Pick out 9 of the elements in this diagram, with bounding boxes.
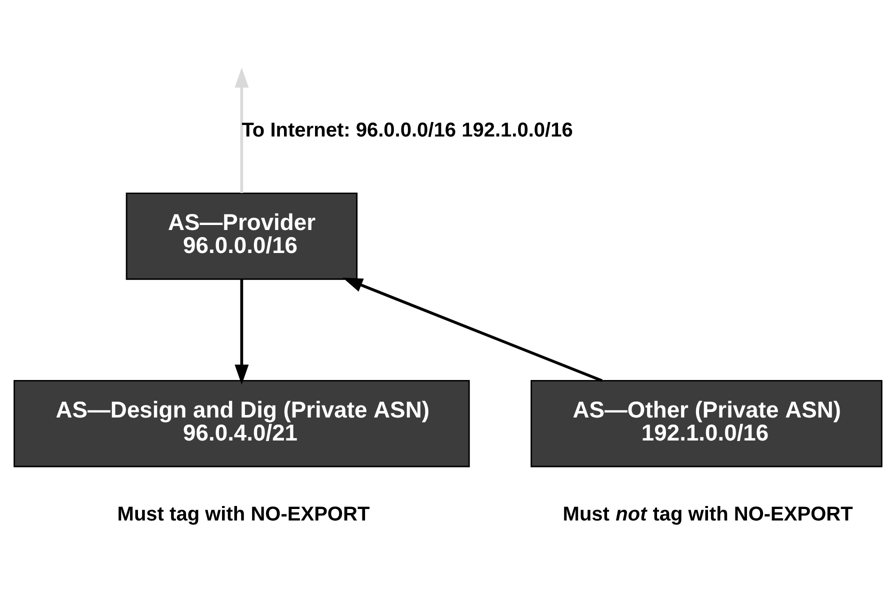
node-box: AS—Design and Dig (Private ASN) 96.0.4.0/21: [14, 379, 470, 467]
node-label: Must not tag with NO-EXPORT: [562, 502, 853, 525]
arrow: [342, 277, 603, 382]
arrow: [234, 67, 249, 193]
node-box: AS—Other (Private ASN) 192.1.0.0/16: [530, 379, 882, 467]
node-box: AS—Provider 96.0.0.0/16: [126, 192, 358, 280]
edge-label: To Internet: 96.0.0.0/16 192.1.0.0/16: [242, 118, 573, 141]
node-label: Must tag with NO-EXPORT: [117, 502, 370, 525]
arrow: [234, 278, 249, 384]
